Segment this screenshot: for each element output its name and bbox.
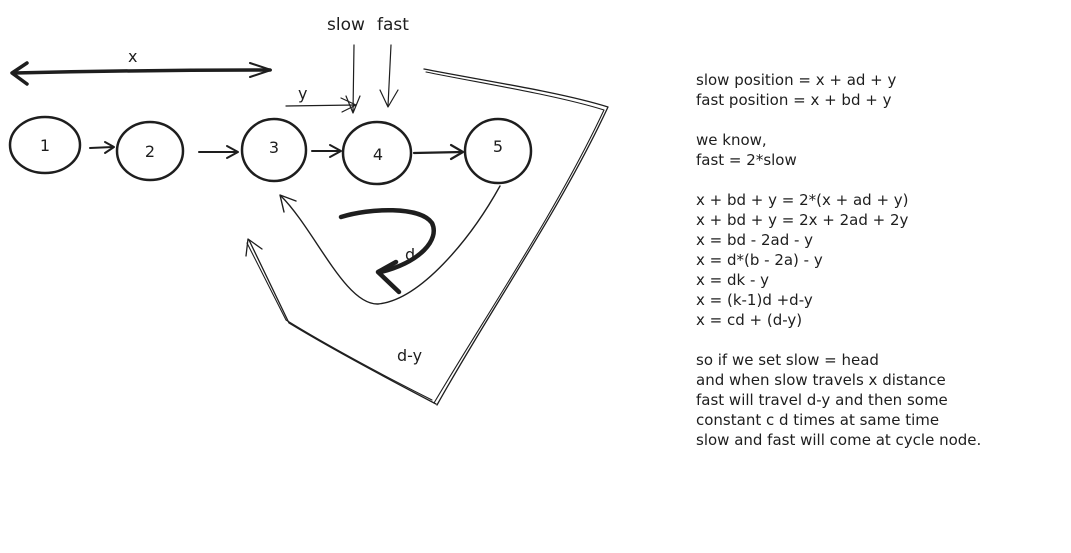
y-arrow	[285, 97, 357, 113]
linked-list-cycle-diagram: slow fast x y d d-y 1 2 3 4 5	[8, 15, 609, 406]
edge-3-4	[311, 144, 342, 158]
note-line: x + bd + y = 2*(x + ad + y)	[696, 191, 909, 209]
edge-2-3	[198, 145, 239, 159]
note-line: fast position = x + bd + y	[696, 91, 892, 109]
node-1-circle	[8, 115, 82, 175]
slow-label: slow	[327, 15, 365, 35]
note-line: x = (k-1)d +d-y	[696, 291, 813, 309]
note-gap	[696, 170, 1066, 190]
x-distance-arrow	[10, 61, 272, 86]
d-minus-y-label: d-y	[397, 346, 422, 365]
note-line: x + bd + y = 2x + 2ad + 2y	[696, 211, 909, 229]
note-line: so if we set slow = head	[696, 351, 879, 369]
slow-pointer-arrow	[345, 44, 361, 114]
d-minus-y-arrow	[245, 68, 609, 406]
node-1-label: 1	[40, 136, 50, 155]
edge-1-2	[89, 141, 115, 154]
node-2-circle	[115, 120, 185, 182]
note-line: x = d*(b - 2a) - y	[696, 251, 823, 269]
note-line: constant c d times at same time	[696, 411, 940, 429]
note-line: fast will travel d-y and then some	[696, 391, 948, 409]
note-line: slow position = x + ad + y	[696, 71, 897, 89]
fast-label: fast	[377, 15, 409, 35]
note-gap	[696, 330, 1066, 350]
note-gap	[696, 110, 1066, 130]
node-5-circle	[463, 117, 533, 185]
d-loop-arrow	[338, 207, 436, 295]
fast-pointer-arrow	[379, 44, 399, 108]
note-line: fast = 2*slow	[696, 151, 797, 169]
node-5-label: 5	[493, 137, 503, 156]
cycle-back-arrow	[279, 185, 501, 305]
note-line: slow and fast will come at cycle node.	[696, 431, 982, 449]
node-3-circle	[240, 117, 308, 183]
node-2-label: 2	[145, 142, 155, 161]
note-line: x = bd - 2ad - y	[696, 231, 814, 249]
note-line: and when slow travels x distance	[696, 371, 946, 389]
note-line: we know,	[696, 131, 767, 149]
d-label: d	[405, 245, 415, 264]
note-line: x = cd + (d-y)	[696, 311, 803, 329]
x-label: x	[128, 47, 137, 66]
node-4-label: 4	[373, 145, 383, 164]
derivation-notes: slow position = x + ad + y fast position…	[696, 70, 1066, 450]
y-label: y	[298, 84, 307, 103]
note-line: x = dk - y	[696, 271, 770, 289]
edge-4-5	[412, 143, 465, 161]
node-3-label: 3	[269, 138, 279, 157]
node-4-circle	[341, 120, 413, 186]
